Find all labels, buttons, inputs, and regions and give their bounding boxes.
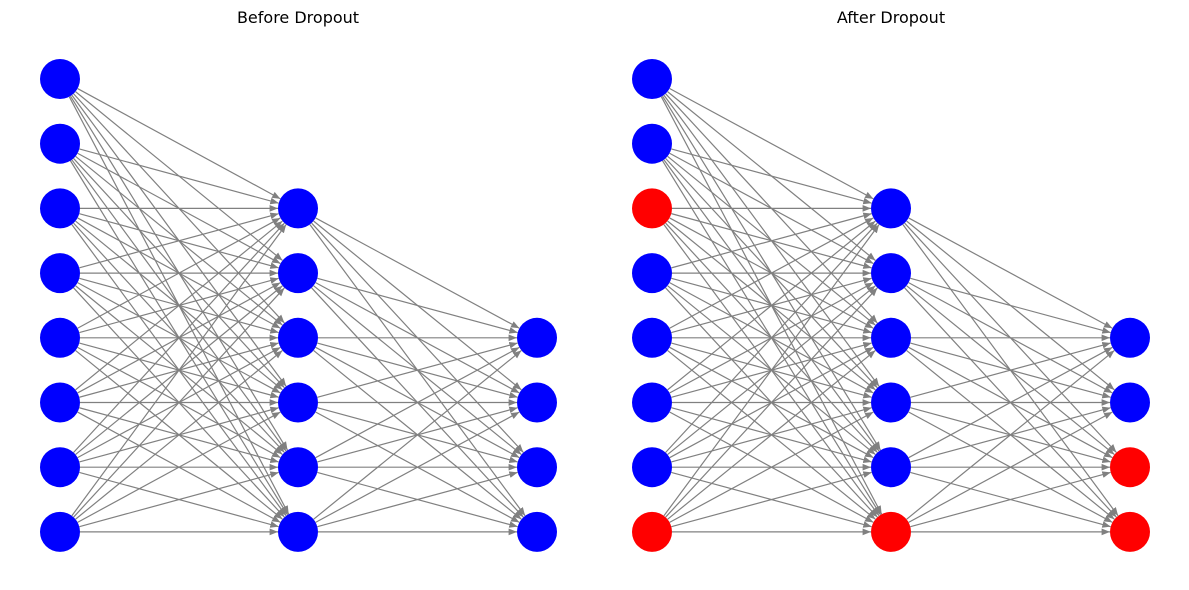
neuron-node (278, 317, 318, 358)
dropped-neuron-node (632, 511, 672, 552)
edge-arrow (77, 217, 281, 329)
edge-arrow (667, 220, 876, 391)
neuron-node (517, 447, 557, 488)
neuron-node (40, 253, 80, 294)
edge-arrow (910, 341, 1111, 398)
neuron-node (40, 123, 80, 164)
neuron-node (40, 188, 80, 229)
edge-arrow (671, 471, 872, 528)
neuron-node (632, 317, 672, 358)
edge-arrow (79, 212, 279, 269)
neuron-node (632, 447, 672, 488)
edge-arrow (908, 217, 1113, 329)
neuron-node (40, 511, 80, 552)
dropped-neuron-node (1110, 447, 1150, 488)
neuron-node (632, 59, 672, 99)
neuron-node (278, 382, 318, 423)
neuron-node (1110, 382, 1150, 423)
neuron-node (871, 188, 911, 229)
edge-arrow (671, 212, 872, 269)
panel-title-before: Before Dropout (236, 8, 360, 27)
neuron-node (278, 188, 318, 229)
edge-arrow (77, 411, 281, 523)
edges (68, 88, 526, 536)
neuron-node (517, 382, 557, 423)
edge-arrow (908, 411, 1113, 523)
edge-arrow (79, 148, 279, 205)
edge-arrow (665, 287, 878, 518)
edge-arrow (665, 222, 878, 453)
edge-arrow (910, 277, 1111, 334)
edge-arrow (671, 148, 872, 205)
edge-arrow (315, 217, 520, 329)
edge-arrow (313, 349, 522, 520)
edges (660, 87, 1119, 536)
edge-arrow (317, 471, 518, 528)
nodes (40, 59, 557, 552)
edge-arrow (908, 346, 1113, 459)
edge-arrow (906, 349, 1115, 520)
neuron-node (871, 253, 911, 294)
neuron-node (871, 317, 911, 358)
neuron-node (632, 123, 672, 164)
neuron-node (517, 511, 557, 552)
edge-arrow (73, 222, 285, 453)
neuron-node (40, 447, 80, 488)
edge-arrow (667, 349, 876, 520)
neuron-node (632, 253, 672, 294)
panel-title-after: After Dropout (836, 8, 946, 27)
neuron-node (632, 382, 672, 423)
edge-arrow (315, 411, 520, 523)
edge-arrow (73, 287, 285, 518)
nodes (632, 59, 1150, 552)
neuron-node (871, 382, 911, 423)
edge-arrow (315, 346, 520, 459)
edge-arrow (317, 341, 518, 398)
dropped-neuron-node (871, 511, 911, 552)
edge-arrow (75, 349, 283, 520)
edge-arrow (669, 87, 874, 200)
neuron-node (278, 447, 318, 488)
edge-arrow (910, 471, 1111, 528)
edge-arrow (669, 411, 874, 523)
edge-arrow (663, 224, 880, 517)
neuron-node (40, 382, 80, 423)
dropped-neuron-node (1110, 511, 1150, 552)
edge-arrow (71, 224, 287, 517)
edge-arrow (77, 88, 281, 200)
edge-arrow (75, 220, 283, 391)
dropped-neuron-node (632, 188, 672, 229)
neuron-node (1110, 317, 1150, 358)
edge-arrow (317, 277, 518, 334)
neuron-node (278, 511, 318, 552)
edge-arrow (79, 471, 279, 528)
neuron-node (40, 317, 80, 358)
neuron-node (517, 317, 557, 358)
neuron-node (871, 447, 911, 488)
edge-arrow (669, 217, 874, 329)
neuron-node (40, 59, 80, 99)
neuron-node (278, 253, 318, 294)
